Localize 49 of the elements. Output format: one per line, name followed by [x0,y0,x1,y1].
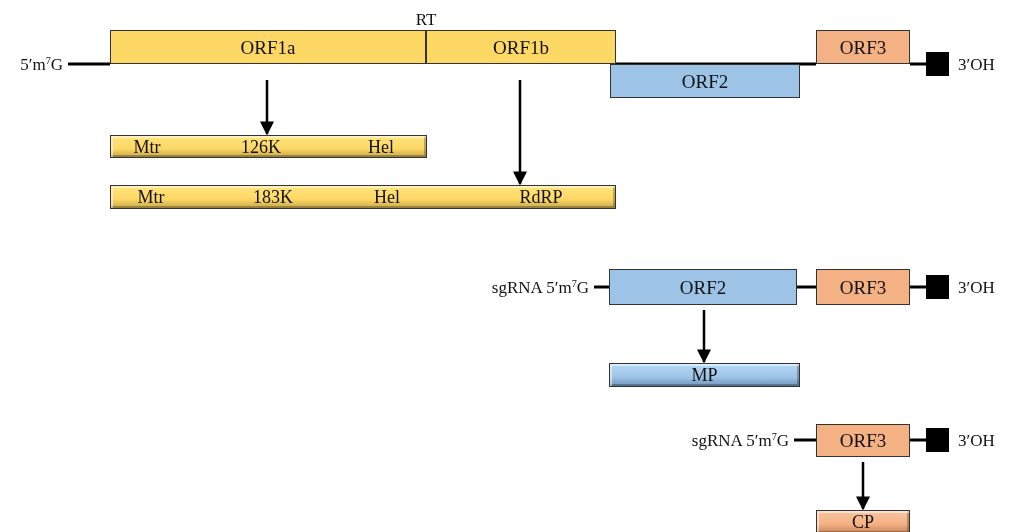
gene-box [816,269,910,305]
gene-label: ORF2 [681,71,729,91]
domain-label: Mtr [137,188,165,206]
rna-strand-line [68,62,110,66]
gene-label: ORF3 [839,277,887,297]
rna-strand-line [910,285,926,289]
rna-strand-line [794,438,816,442]
gene-box [110,30,426,64]
terminal-block [926,275,949,299]
arrow [697,310,711,364]
gene-label: MP [691,366,718,384]
protein-bar [609,363,800,387]
end-label: 3′OH [958,431,995,449]
end-label: 3′OH [958,55,995,73]
domain-label: Mtr [133,137,161,156]
rna-strand-line [616,62,816,66]
gene-box [426,30,616,64]
gene-box [816,30,910,64]
gene-box [609,269,797,305]
domain-label: Hel [368,137,394,156]
protein-bar [816,510,910,532]
protein-bar [110,135,427,158]
gene-label: ORF3 [839,431,887,450]
arrow [856,462,870,511]
site-label: RT [415,10,437,28]
gene-label: ORF1a [240,37,296,57]
terminal-block [926,52,949,76]
rna-strand-line [910,438,926,442]
arrow [513,80,527,186]
gene-label: ORF3 [839,37,887,57]
cap-label: 5′m$^{7}$G [20,55,63,73]
rna-strand-line [910,62,926,66]
gene-box [610,64,800,98]
end-label: 3′OH [958,278,995,296]
gene-label: CP [852,513,874,531]
domain-label: Hel [374,188,400,206]
gene-label: ORF2 [679,277,727,297]
cap-label: sgRNA 5′m$^{7}$G [691,431,789,449]
terminal-block [926,428,949,452]
rna-strand-line [594,285,609,289]
domain-label: 126K [241,137,281,156]
arrow [260,80,274,136]
gene-label: ORF1b [493,37,549,57]
cap-label: sgRNA 5′m$^{7}$G [491,278,589,296]
protein-bar [110,185,616,209]
rna-strand-line [797,285,816,289]
domain-label: 183K [253,188,293,206]
domain-label: RdRP [519,188,563,206]
gene-box [816,424,910,457]
